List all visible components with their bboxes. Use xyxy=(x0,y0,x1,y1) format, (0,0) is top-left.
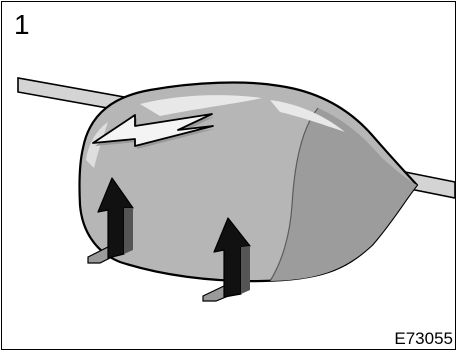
figure-id: E73055 xyxy=(394,329,453,348)
step-number: 1 xyxy=(14,10,30,40)
